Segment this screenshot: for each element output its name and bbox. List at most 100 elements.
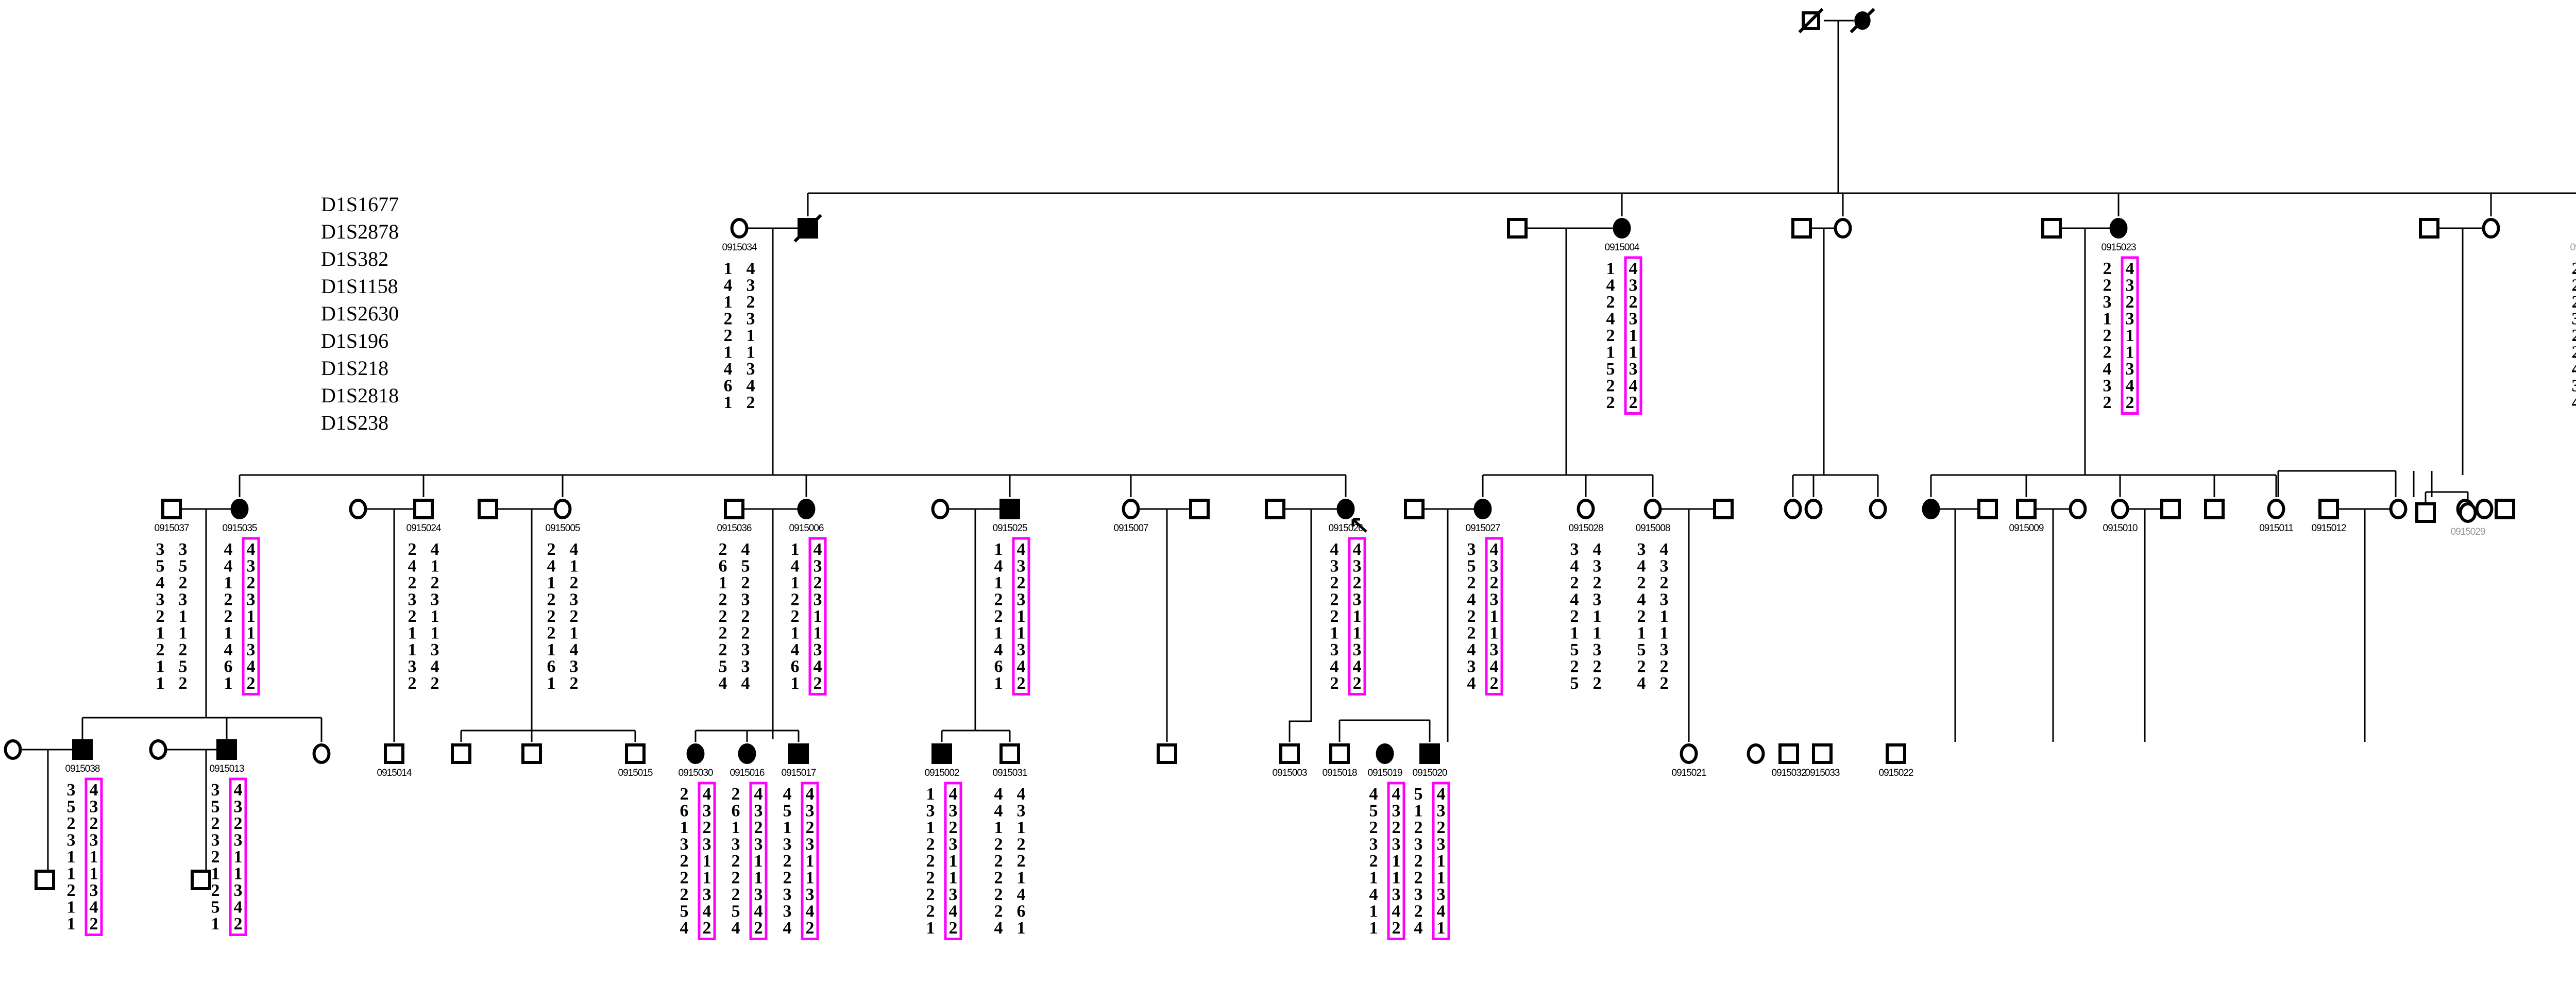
individual-0915022[interactable]: 0915022 [1879, 743, 1914, 778]
individual-g3d1[interactable] [1747, 743, 1765, 764]
individual-sp_e_m[interactable] [2419, 218, 2439, 239]
individual-g2a[interactable] [793, 214, 822, 243]
individual-g2e[interactable] [2482, 218, 2500, 239]
individual-0915007[interactable]: 0915007 [1114, 499, 1149, 534]
individual-g2c[interactable] [1834, 218, 1852, 239]
individual-sp025f[interactable] [931, 499, 950, 519]
individual-g4a[interactable] [35, 870, 55, 890]
allele-value: 2 [1467, 573, 1476, 592]
individual-0915032[interactable]: 0915032 [1772, 743, 1807, 778]
allele-value: 2 [741, 624, 750, 643]
individual-sp038f[interactable] [4, 739, 22, 760]
allele-value: 2 [2103, 326, 2112, 345]
individual-0915018[interactable]: 0915018 [1323, 743, 1358, 778]
allele-value: 3 [1660, 640, 1669, 659]
individual-g4b[interactable] [191, 870, 211, 890]
individual-d5[interactable] [2204, 499, 2225, 519]
individual-sp013f[interactable] [149, 739, 167, 760]
individual-sp_c_m[interactable] [1791, 218, 1812, 239]
individual-d1sp[interactable] [1977, 499, 1998, 519]
individual-f1[interactable] [2415, 502, 2436, 523]
individual-sp005m[interactable] [478, 499, 498, 519]
male-symbol [191, 870, 211, 890]
individual-sp008m[interactable] [1713, 499, 1734, 519]
individual-0915003[interactable]: 0915003 [1273, 743, 1308, 778]
individual-sp004m[interactable] [1507, 218, 1528, 239]
individual-g3c1[interactable] [451, 743, 471, 764]
allele-value: 3 [783, 885, 792, 904]
individual-c2[interactable] [1804, 499, 1823, 519]
individual-e3[interactable] [2475, 499, 2494, 519]
individual-d1[interactable] [1922, 499, 1940, 519]
individual-0915021[interactable]: 0915021 [1672, 743, 1707, 778]
individual-sp007m[interactable] [1189, 499, 1210, 519]
individual-g1m[interactable] [1798, 8, 1824, 33]
individual-0915010[interactable]: 0915010 [2103, 499, 2138, 534]
individual-0915015[interactable]: 0915015 [618, 743, 653, 778]
individual-id: 0915026 [1329, 523, 1363, 534]
individual-p012sp[interactable] [2389, 499, 2408, 519]
allele-value: 6 [224, 657, 233, 676]
individual-id: 0915028 [1569, 523, 1603, 534]
allele-value: 3 [2572, 310, 2576, 329]
individual-0915033[interactable]: 0915033 [1805, 743, 1840, 778]
allele-value: 3 [2103, 293, 2112, 312]
individual-0915012[interactable]: 0915012 [2312, 499, 2347, 534]
allele-value: 3 [1330, 640, 1339, 659]
allele-value: 4 [547, 557, 556, 576]
allele-value: 2 [1369, 852, 1378, 871]
individual-c1[interactable] [1784, 499, 1802, 519]
individual-0915014[interactable]: 0915014 [377, 743, 413, 778]
allele-value: 1 [814, 607, 822, 626]
allele-value: 2 [179, 573, 188, 592]
allele-value: 3 [1392, 885, 1401, 904]
individual-p010sp[interactable] [2160, 499, 2181, 519]
allele-value: 1 [949, 869, 958, 888]
allele-value: 1 [791, 540, 800, 559]
individual-g3a3[interactable] [312, 743, 331, 764]
individual-g3g1[interactable] [1157, 743, 1177, 764]
individual-0915011[interactable]: 0915011 [2259, 499, 2294, 534]
individual-g1f[interactable] [1850, 8, 1875, 33]
male-symbol [161, 499, 182, 519]
individual-sp024f[interactable] [349, 499, 367, 519]
individual-0915029[interactable]: 0915029 [2451, 502, 2486, 537]
individual-sp026m[interactable] [1265, 499, 1285, 519]
individual-sp027m[interactable] [1404, 499, 1425, 519]
individual-c3[interactable] [1869, 499, 1887, 519]
individual-0915009[interactable]: 0915009 [2009, 499, 2044, 534]
individual-g3c2[interactable] [521, 743, 542, 764]
allele-value: 4 [994, 557, 1003, 576]
individual-sp023m[interactable] [2041, 218, 2062, 239]
individual-p009sp[interactable] [2069, 499, 2087, 519]
allele-value: 4 [719, 674, 727, 693]
allele-value: 4 [1369, 885, 1378, 904]
individual-0915001[interactable]: 0915001222322434432311342 [2570, 219, 2576, 414]
individual-e4[interactable] [2495, 499, 2515, 519]
allele-value: 3 [1017, 802, 1026, 821]
